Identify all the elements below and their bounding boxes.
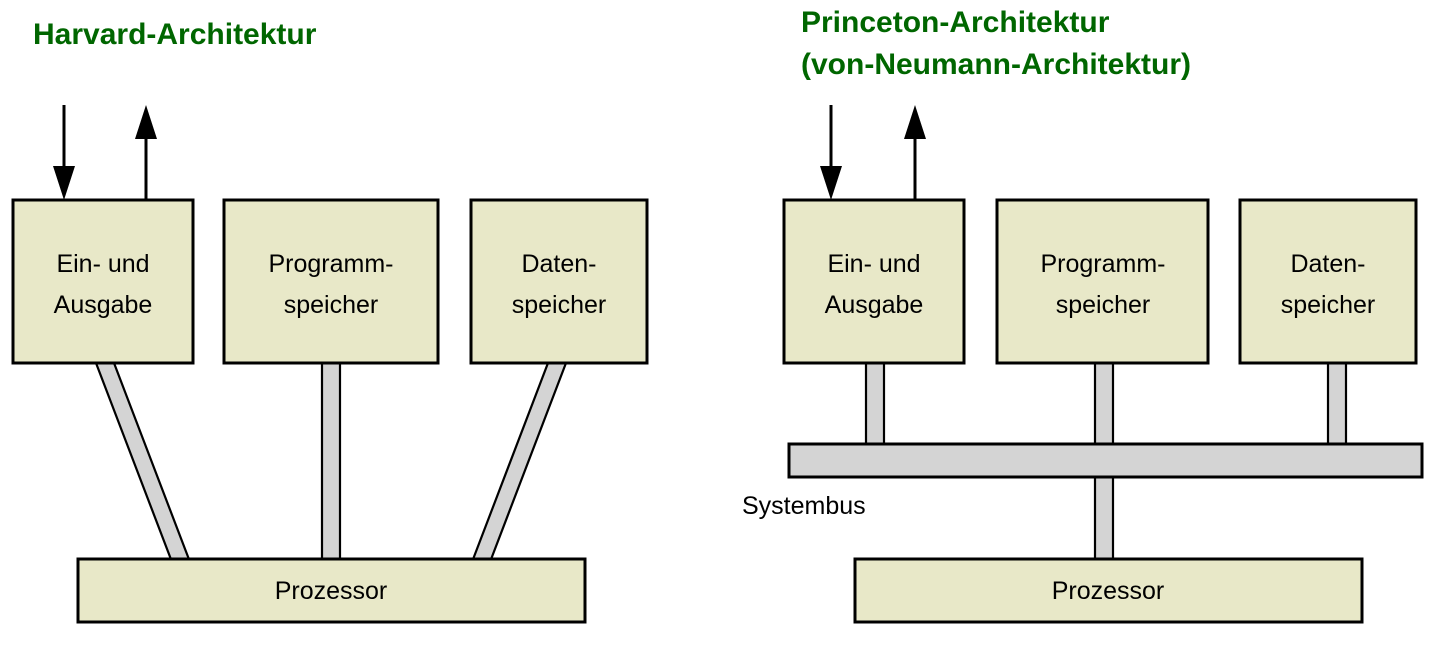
panel-harvard: Harvard-Architektur Ein- und Ausgabe Pro… (11, 18, 649, 624)
princeton-box-0-line2: Ausgabe (825, 291, 924, 319)
harvard-title-line1: Harvard-Architektur (33, 18, 317, 51)
princeton-output-arrow (904, 105, 926, 200)
harvard-output-arrow (135, 105, 157, 200)
harvard-processor-label: Prozessor (275, 577, 388, 605)
princeton-box-2-line2: speicher (1281, 291, 1376, 319)
harvard-box-2-line2: speicher (512, 291, 607, 319)
princeton-system-bus: Systembus (742, 442, 1424, 520)
princeton-processor-label: Prozessor (1052, 577, 1165, 605)
harvard-input-arrow (53, 105, 75, 200)
harvard-box-1-line2: speicher (284, 291, 379, 319)
harvard-box-2-line1: Daten- (521, 250, 596, 278)
princeton-input-arrow (820, 105, 842, 200)
panel-princeton: Princeton-Architektur (von-Neumann-Archi… (742, 6, 1424, 624)
princeton-box-datenspeicher: Daten- speicher (1238, 198, 1418, 365)
princeton-box-0-line1: Ein- und (827, 250, 920, 278)
princeton-box-2-line1: Daten- (1290, 250, 1365, 278)
harvard-box-1-line1: Programm- (268, 250, 393, 278)
princeton-bus-label: Systembus (742, 492, 866, 520)
princeton-title-line2: (von-Neumann-Architektur) (801, 48, 1191, 81)
harvard-processor-box: Prozessor (76, 557, 587, 624)
princeton-box-1-line1: Programm- (1040, 250, 1165, 278)
harvard-box-datenspeicher: Daten- speicher (469, 198, 649, 365)
harvard-box-ein-und-ausgabe: Ein- und Ausgabe (11, 198, 195, 365)
princeton-box-programmspeicher: Programm- speicher (995, 198, 1210, 365)
princeton-box-1-line2: speicher (1056, 291, 1151, 319)
harvard-box-0-line1: Ein- und (56, 250, 149, 278)
princeton-title-line1: Princeton-Architektur (801, 6, 1110, 39)
harvard-box-programmspeicher: Programm- speicher (222, 198, 440, 365)
harvard-connectors (94, 361, 568, 564)
princeton-box-ein-und-ausgabe: Ein- und Ausgabe (782, 198, 966, 365)
princeton-processor-box: Prozessor (853, 557, 1364, 624)
harvard-box-0-line2: Ausgabe (54, 291, 153, 319)
